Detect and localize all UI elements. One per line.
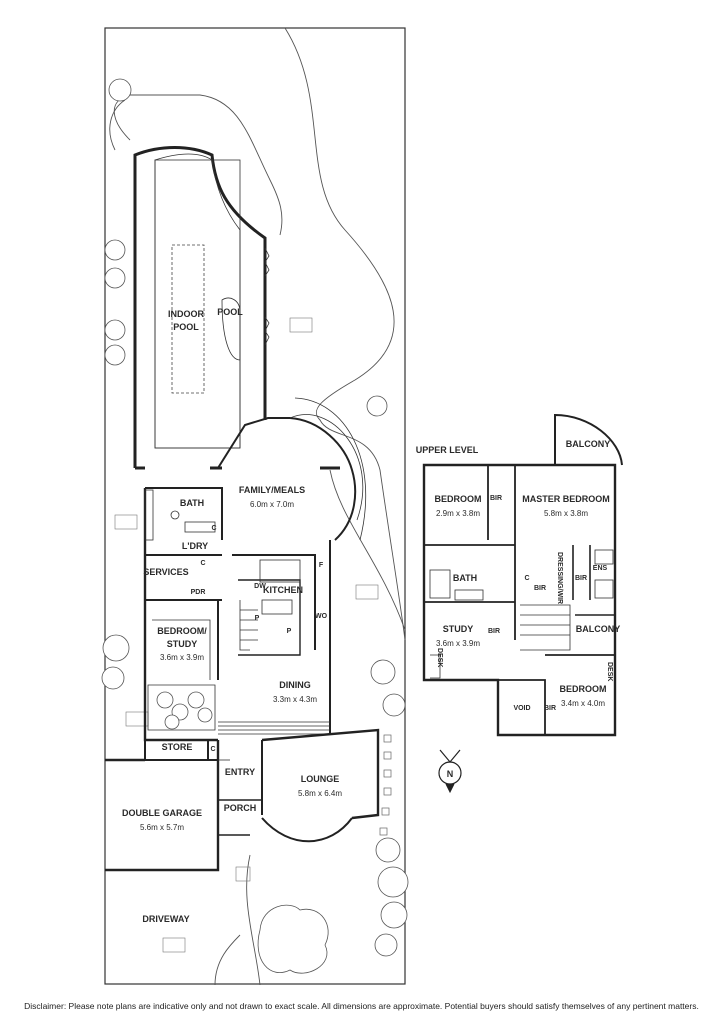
ground-labels: INDOOR POOL POOL BATH C L'DRY SERVICES C… <box>122 307 342 924</box>
bedroom-2-bir-label: BIR <box>544 705 556 712</box>
pantry-label: P <box>255 615 260 622</box>
fridge-label: F <box>319 562 324 569</box>
dining-dims: 3.3m x 4.3m <box>273 695 317 704</box>
bedroom-2-dims: 3.4m x 4.0m <box>561 699 605 708</box>
bath-cupboard-label: C <box>211 525 216 532</box>
courtyard-garden <box>147 684 216 731</box>
upper-level-heading: UPPER LEVEL <box>416 445 479 455</box>
dishwasher-label: DW <box>254 583 266 590</box>
void-label: VOID <box>513 705 530 712</box>
wall-oven-label: WO <box>315 613 328 620</box>
property-boundary <box>104 27 406 985</box>
paving-marks <box>114 317 379 953</box>
powder-room-label: PDR <box>191 589 206 596</box>
study-desk-label: DESK <box>436 648 443 667</box>
bedroom-2-desk-label: DESK <box>606 662 613 681</box>
balcony-side-label: BALCONY <box>576 624 621 634</box>
indoor-pool-label-2: POOL <box>173 322 199 332</box>
indoor-pool-building <box>133 146 270 468</box>
kitchen-label: KITCHEN <box>263 585 303 595</box>
bedroom-1-label: BEDROOM <box>435 494 482 504</box>
master-bedroom-label: MASTER BEDROOM <box>522 494 610 504</box>
double-garage-label: DOUBLE GARAGE <box>122 808 202 818</box>
master-bedroom-dims: 5.8m x 3.8m <box>544 509 588 518</box>
family-meals-bay <box>217 397 367 541</box>
bedroom-study-label-2: STUDY <box>167 639 198 649</box>
upper-study-dims: 3.6m x 3.9m <box>436 639 480 648</box>
north-label: N <box>447 769 454 779</box>
laundry-label: L'DRY <box>182 541 208 551</box>
bedroom-2-label: BEDROOM <box>560 684 607 694</box>
store-label: STORE <box>162 742 193 752</box>
dressing-wir-label: DRESSING/WIR <box>556 552 563 604</box>
lounge-label: LOUNGE <box>301 774 340 784</box>
ground-floor-walls <box>135 466 340 761</box>
stepping-stones <box>379 734 392 836</box>
laundry-cupboard-label: C <box>200 560 205 567</box>
services-label: SERVICES <box>143 567 188 577</box>
disclaimer-text: Disclaimer: Please note plans are indica… <box>24 1001 699 1011</box>
double-garage-dims: 5.6m x 5.7m <box>140 823 184 832</box>
entry-label: ENTRY <box>225 767 255 777</box>
bedroom-1-bir-label: BIR <box>490 495 502 502</box>
upper-cupboard-label: C <box>524 575 529 582</box>
bedroom-study-dims: 3.6m x 3.9m <box>160 653 204 662</box>
store-cupboard-label: C <box>210 746 215 753</box>
bedroom-1-dims: 2.9m x 3.8m <box>436 509 480 518</box>
interior-details <box>144 489 258 680</box>
upper-labels: UPPER LEVEL BALCONY BEDROOM 2.9m x 3.8m … <box>416 439 621 712</box>
pool-label: POOL <box>217 307 243 317</box>
dining-label: DINING <box>279 680 311 690</box>
dressing-bir-label: BIR <box>534 585 546 592</box>
bath-label: BATH <box>180 498 204 508</box>
driveway-label: DRIVEWAY <box>142 914 189 924</box>
ensuite-label: ENS <box>593 565 608 572</box>
family-meals-dims: 6.0m x 7.0m <box>250 500 294 509</box>
pantry-label-2: P <box>287 628 292 635</box>
porch-label: PORCH <box>224 803 257 813</box>
balcony-top-label: BALCONY <box>566 439 611 449</box>
master-bir-label: BIR <box>575 575 587 582</box>
front-walls <box>105 728 380 872</box>
family-meals-label: FAMILY/MEALS <box>239 485 305 495</box>
north-arrow-icon: N <box>438 749 462 794</box>
lounge-dims: 5.8m x 6.4m <box>298 789 342 798</box>
dining-steps <box>218 721 330 735</box>
upper-level-walls <box>422 413 623 737</box>
study-bir-label: BIR <box>488 628 500 635</box>
garden-shrubs <box>101 78 409 974</box>
bedroom-study-label: BEDROOM/ <box>157 626 207 636</box>
indoor-pool-label: INDOOR <box>168 309 205 319</box>
garden-outline <box>109 27 406 986</box>
upper-study-label: STUDY <box>443 624 474 634</box>
upper-bath-label: BATH <box>453 573 477 583</box>
